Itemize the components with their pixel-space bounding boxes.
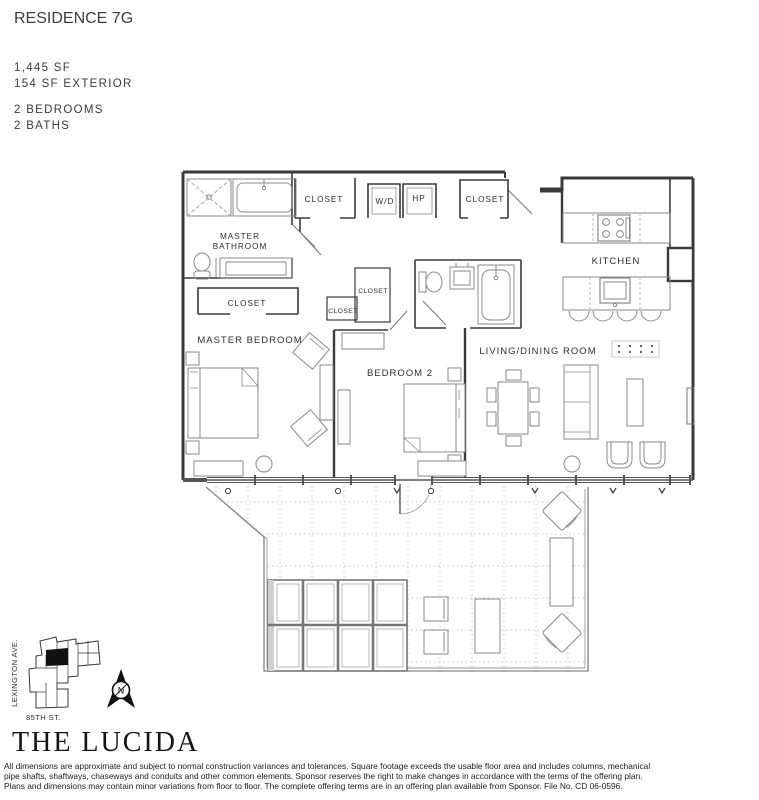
- disclaimer-line-1: All dimensions are approximate and subje…: [4, 761, 651, 771]
- label-living-dining: LIVING/DINING ROOM: [479, 346, 596, 357]
- room-labels: MASTER BATHROOM CLOSET W/D HP CLOSET CLO…: [197, 194, 641, 379]
- kitchen-fixtures: [562, 212, 671, 322]
- dot-grid: [611, 340, 660, 358]
- compass-letter: N: [118, 686, 125, 696]
- area-exterior: 154 SF EXTERIOR: [14, 78, 133, 90]
- label-kitchen: KITCHEN: [592, 256, 641, 267]
- terrace: [205, 486, 589, 672]
- disclaimer: All dimensions are approximate and subje…: [4, 761, 758, 791]
- label-closet-hall-2: CLOSET: [328, 308, 358, 315]
- compass-icon: N: [107, 669, 135, 708]
- stove-icon: [597, 214, 631, 242]
- label-wd: W/D: [376, 197, 395, 206]
- bath-count: 2 BATHS: [14, 120, 71, 132]
- label-bedroom-2: BEDROOM 2: [367, 368, 433, 379]
- bathroom2-fixtures: [418, 263, 515, 325]
- street-label-lexington: LEXINGTON AVE.: [10, 639, 19, 707]
- building-logo: THE LUCIDA: [12, 727, 200, 758]
- label-master-bathroom-2: BATHROOM: [213, 242, 268, 251]
- window-wall: [183, 475, 693, 515]
- room-stats: 2 BEDROOMS 2 BATHS: [14, 102, 104, 134]
- unit-highlight: [46, 648, 68, 666]
- page-title: RESIDENCE 7G: [14, 10, 134, 27]
- area-total: 1,445 SF: [14, 62, 72, 74]
- outer-walls: [181, 170, 695, 480]
- terrace-dining-set: [423, 596, 501, 655]
- disclaimer-line-3: Plans and dimensions may contain minor v…: [4, 780, 623, 791]
- terrace-lounge: [542, 491, 582, 653]
- label-closet-hall-1: CLOSET: [358, 288, 388, 295]
- label-closet-entry: CLOSET: [466, 195, 505, 204]
- master-bathroom-fixtures: [186, 178, 297, 280]
- skylight: [267, 579, 408, 672]
- label-master-bathroom-1: MASTER: [220, 232, 260, 241]
- master-bedroom-furniture: [185, 331, 334, 477]
- utility-appliances: [371, 187, 433, 215]
- bedroom2-furniture: [337, 332, 467, 477]
- label-closet-master: CLOSET: [228, 299, 267, 308]
- disclaimer-line-2: pipe shafts, shaftways, chaseways and co…: [4, 770, 643, 781]
- living-dining-furniture: [486, 340, 666, 473]
- bedroom-count: 2 BEDROOMS: [14, 104, 104, 116]
- keyplan: [28, 636, 101, 709]
- window-markers: [224, 487, 666, 495]
- label-master-bedroom: MASTER BEDROOM: [197, 335, 302, 346]
- area-stats: 1,445 SF 154 SF EXTERIOR: [14, 60, 133, 92]
- label-hp: HP: [412, 194, 425, 203]
- kitchen-island: [562, 276, 671, 322]
- label-closet-top: CLOSET: [305, 195, 344, 204]
- street-label-85th: 85TH ST.: [26, 713, 61, 722]
